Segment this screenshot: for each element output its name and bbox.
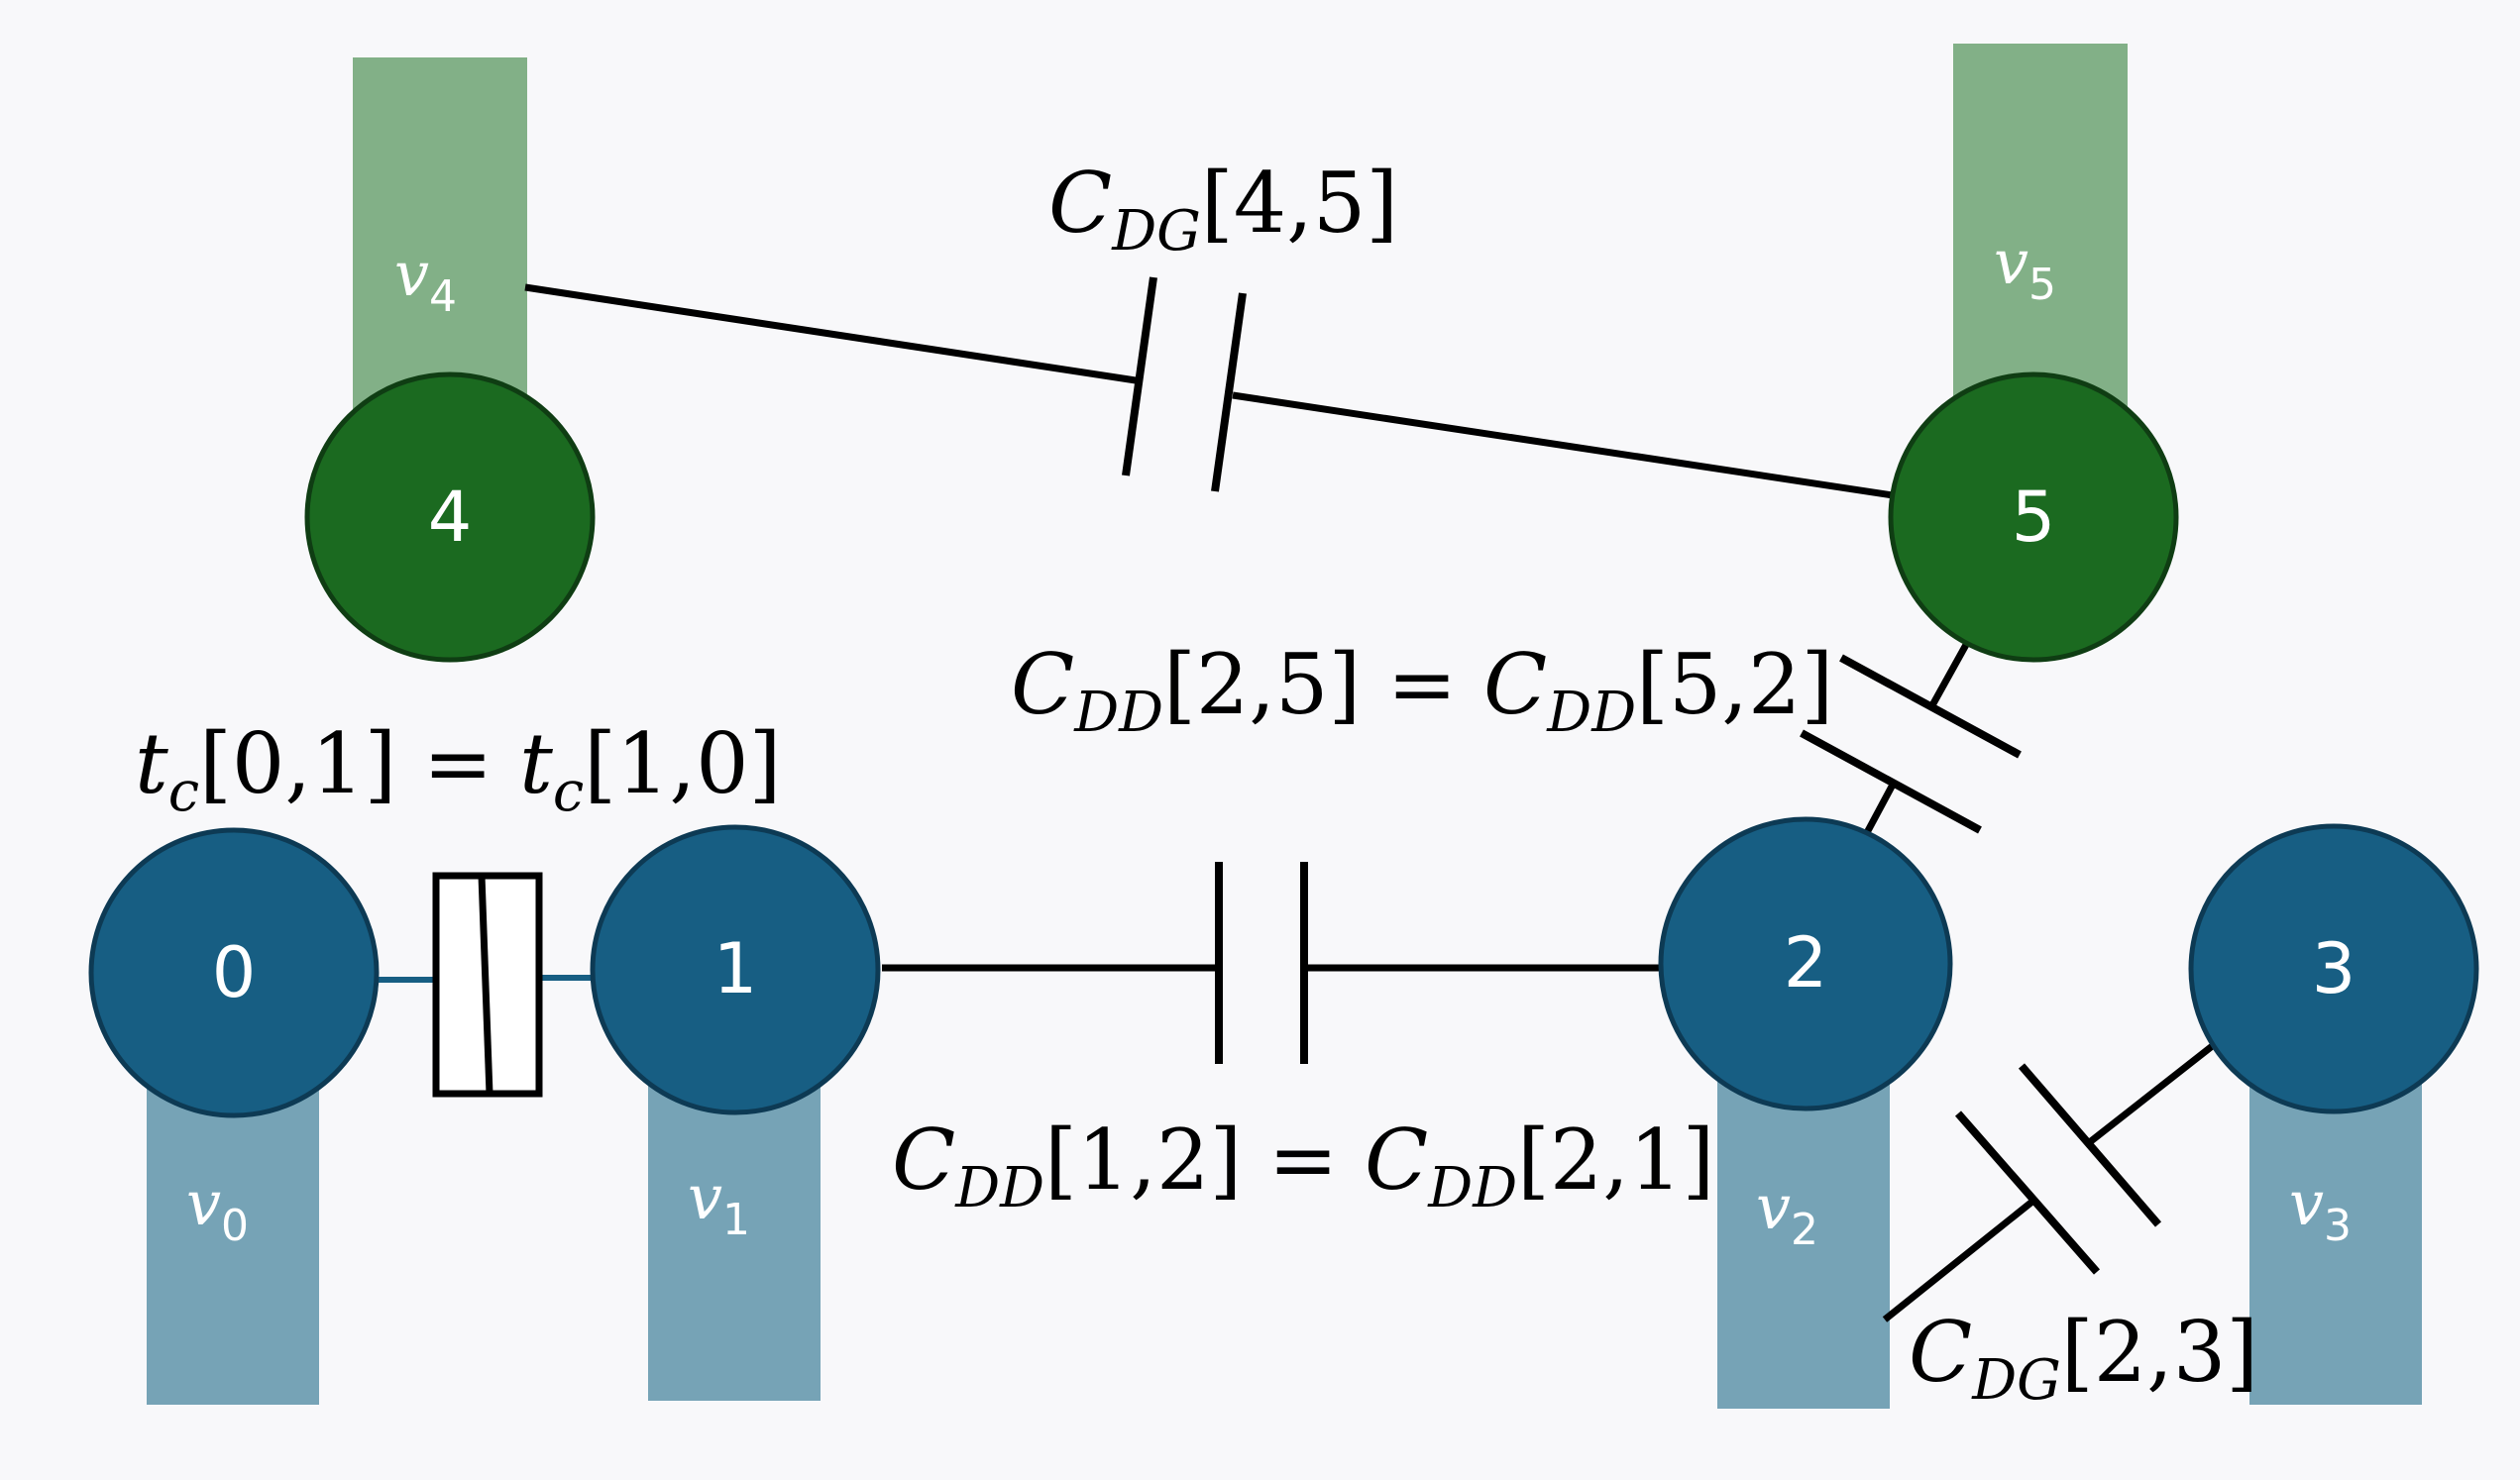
cdg23-plate-lower	[1954, 1110, 2101, 1275]
cdd12-label: CDD[1,2] = CDD[2,1]	[892, 1111, 1714, 1220]
cdg45-label: CDG[4,5]	[1048, 155, 1398, 264]
gate-label-v3: v3	[2289, 1167, 2352, 1251]
cdg23-wire-left	[1882, 1198, 2036, 1322]
gate-label-v1: v1	[688, 1161, 750, 1245]
node-label-0: 0	[212, 932, 257, 1013]
gate-label-v4: v4	[394, 238, 457, 322]
dot-node-0[interactable]	[88, 827, 380, 1118]
gate-node-4[interactable]	[304, 371, 596, 663]
gate-node-5[interactable]	[1888, 371, 2179, 663]
cdd25-plate-bottom	[1800, 729, 1982, 834]
cdg45-wire-right	[1232, 391, 1894, 499]
gate-label-v0: v0	[186, 1167, 249, 1251]
cdg45-plate-left	[1122, 276, 1157, 476]
cdg23-label: CDG[2,3]	[1909, 1304, 2258, 1413]
cdd25-wire-top	[1928, 632, 1976, 707]
cdg45-wire-left	[524, 283, 1137, 384]
dot-node-3[interactable]	[2188, 823, 2479, 1114]
node-label-5: 5	[2012, 476, 2056, 558]
node-label-1: 1	[713, 928, 758, 1009]
tunnel-coupler-divider	[478, 875, 493, 1095]
node-label-2: 2	[1784, 922, 1828, 1004]
cdd25-plate-top	[1839, 654, 2022, 759]
dot-node-2[interactable]	[1658, 816, 1953, 1111]
cdd25-label: CDD[2,5] = CDD[5,2]	[1011, 636, 1833, 745]
tunnel-coupling-label: tc[0,1] = tc[1,0]	[135, 715, 781, 824]
gate-label-v5: v5	[1994, 226, 2056, 310]
cdg23-wire-right	[2088, 1037, 2223, 1144]
node-label-4: 4	[428, 476, 473, 558]
cdg45-plate-right	[1211, 292, 1247, 492]
cdg23-plate-upper	[2018, 1063, 2162, 1227]
gate-label-v2: v2	[1756, 1171, 1818, 1255]
node-label-3: 3	[2312, 928, 2356, 1009]
dot-node-1[interactable]	[590, 824, 881, 1115]
